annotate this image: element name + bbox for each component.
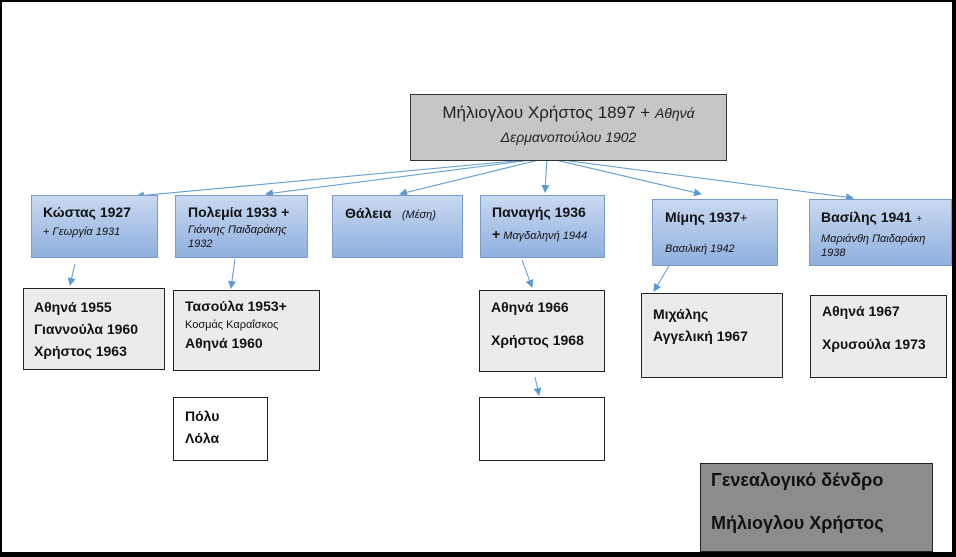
child-box-thaleia: Θάλεια (Μέση): [332, 195, 463, 258]
connector-polemia-grand: [227, 258, 236, 289]
child-note: (Μέση): [401, 209, 436, 221]
connector-root-mimis: [546, 157, 702, 197]
plus-sign: +: [43, 226, 50, 238]
grandchildren-box-panagis: Αθηνά 1966 Χρήστος 1968: [479, 290, 605, 372]
grandchild-name: Αγγελική 1967: [653, 328, 748, 344]
connector-mimis-grand: [653, 265, 670, 292]
great-grandchildren-box-tasoula: Πόλυ Λόλα: [173, 397, 268, 461]
connector-panagis-grand: [521, 259, 534, 288]
child-box-polemia: Πολεμία 1933 + Γιάννης Παιδαράκης 1932: [175, 195, 308, 258]
child-spouse: Μαριάνθη Παιδαράκη: [821, 233, 926, 245]
child-box-kostas: Κώστας 1927 + Γεωργία 1931: [31, 195, 158, 258]
great-grandchildren-box-panagis-empty: [479, 397, 605, 461]
great-grandchild-name: Λόλα: [185, 430, 220, 446]
grandchild-name: Γιαννούλα 1960: [34, 321, 138, 337]
child-spouse: Γεωργία 1931: [52, 226, 121, 238]
grandchildren-box-polemia: Τασούλα 1953+ Κοσμάς Καραΐσκος Αθηνά 196…: [173, 290, 320, 371]
grandchild-name: Μιχάλης: [653, 306, 709, 322]
child-spouse: Γιάννης Παιδαράκης: [188, 224, 287, 236]
connector-panagis-great: [533, 376, 542, 396]
child-box-panagis: Παναγής 1936 + Μαγδαληνή 1944: [480, 195, 605, 258]
diagram-title-box: Γενεαλογικό δένδρο Μήλιογλου Χρήστος: [700, 463, 933, 552]
grandchild-name: Αθηνά 1960: [185, 335, 263, 351]
child-name: Παναγής 1936: [492, 204, 586, 220]
child-name: Βασίλης 1941: [821, 209, 912, 225]
root-person-box: Μήλιογλου Χρήστος 1897 + Αθηνά Δερμανοπο…: [410, 94, 727, 161]
grandchild-name: Τασούλα 1953+: [185, 298, 287, 314]
child-spouse-year: 1938: [821, 247, 846, 259]
child-box-vasilis: Βασίλης 1941 + Μαριάνθη Παιδαράκη 1938: [809, 199, 952, 266]
plus-sign: +: [739, 210, 748, 225]
grandchildren-box-vasilis: Αθηνά 1967 Χρυσούλα 1973: [810, 295, 947, 378]
child-name: Μίμης 1937: [665, 209, 740, 225]
grandchild-name: Χρήστος 1963: [34, 343, 127, 359]
grandchild-name: Χρήστος 1968: [491, 332, 584, 348]
diagram-title-line1: Γενεαλογικό δένδρο: [711, 470, 884, 490]
grandchildren-box-mimis: Μιχάλης Αγγελική 1967: [641, 293, 783, 378]
grandchild-name: Αθηνά 1966: [491, 299, 569, 315]
child-name: Πολεμία 1933 +: [188, 204, 290, 220]
connector-root-vasilis: [546, 157, 854, 202]
connector-root-panagis: [541, 157, 550, 193]
child-spouse-year: 1932: [188, 238, 213, 250]
root-spouse-first: Αθηνά: [654, 105, 695, 121]
grandchildren-box-kostas: Αθηνά 1955 Γιαννούλα 1960 Χρήστος 1963: [23, 288, 165, 370]
plus-sign: +: [492, 226, 501, 242]
root-name: Μήλιογλου Χρήστος 1897 +: [442, 103, 651, 122]
child-name: Κώστας 1927: [43, 204, 131, 220]
connector-kostas-grand: [67, 263, 76, 286]
child-box-mimis: Μίμης 1937+ Βασιλική 1942: [652, 199, 778, 266]
child-spouse: Μαγδαληνή 1944: [503, 230, 588, 242]
diagram-title-line2: Μήλιογλου Χρήστος: [711, 513, 884, 533]
connector-root-polemia: [265, 157, 548, 198]
connector-root-thaleia: [399, 157, 548, 197]
grandchild-spouse: Κοσμάς Καραΐσκος: [185, 319, 279, 331]
grandchild-name: Αθηνά 1967: [822, 303, 900, 319]
grandchild-name: Αθηνά 1955: [34, 299, 112, 315]
connector-root-kostas: [136, 157, 548, 200]
child-name: Θάλεια: [345, 205, 392, 221]
grandchild-name: Χρυσούλα 1973: [822, 336, 926, 352]
plus-sign: +: [916, 214, 923, 225]
child-spouse: Βασιλική 1942: [665, 243, 735, 255]
root-spouse-last: Δερμανοπούλου 1902: [500, 129, 637, 145]
great-grandchild-name: Πόλυ: [185, 408, 220, 424]
